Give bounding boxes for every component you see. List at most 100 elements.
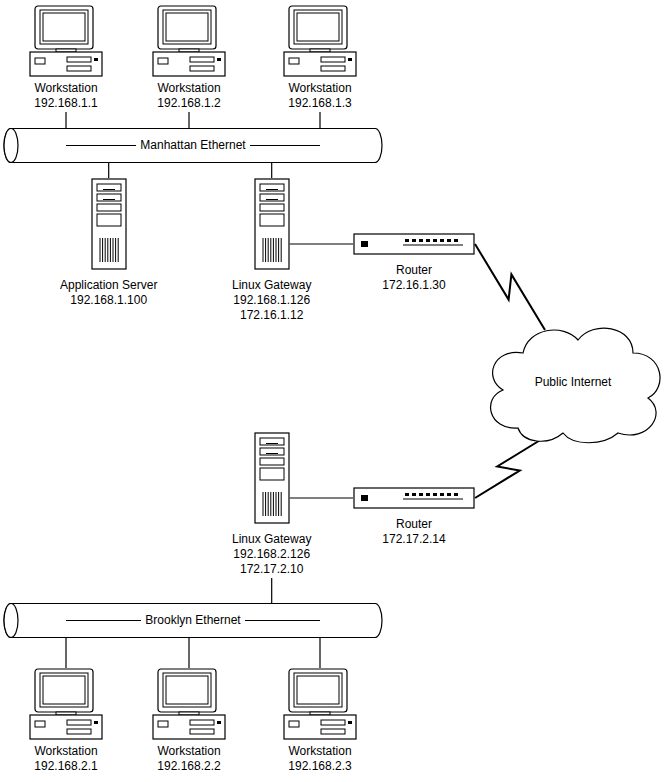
icon-part [321, 729, 345, 734]
icon-part [280, 238, 281, 262]
icon-part [97, 184, 121, 191]
icon-part [4, 129, 18, 163]
device-name: Application Server [60, 278, 157, 293]
ip-address: 172.17.2.10 [232, 562, 311, 577]
icon-part [265, 238, 266, 262]
wan-link [475, 244, 545, 330]
network-name: Brooklyn Ethernet [141, 613, 244, 628]
icon-part [262, 492, 263, 516]
icon-part [30, 715, 102, 739]
internet-cloud: Public Internet [478, 318, 668, 447]
icon-part [491, 328, 660, 443]
icon-part [266, 453, 278, 454]
icon-part [405, 239, 409, 242]
icon-part [107, 238, 108, 262]
icon-part [158, 6, 216, 49]
icon-part [35, 6, 93, 49]
workstation: Workstation192.168.1.1 [29, 5, 103, 111]
icon-part [454, 239, 458, 242]
icon-part [94, 721, 98, 724]
icon-part [361, 241, 368, 247]
icon-part [267, 238, 268, 262]
icon-part [117, 238, 118, 262]
icon-part [166, 676, 208, 704]
icon-part [110, 238, 111, 262]
icon-part [440, 493, 444, 496]
icon-part [412, 239, 416, 242]
icon-part [4, 604, 382, 638]
icon-part [419, 493, 423, 496]
icon-part [433, 493, 437, 496]
device-name: Router [353, 517, 475, 532]
icon-part [43, 13, 85, 41]
device-name: Linux Gateway [232, 532, 311, 547]
icon-part [260, 184, 284, 191]
router: Router172.17.2.14 [353, 487, 475, 547]
device-name: Router [353, 263, 475, 278]
icon-part [35, 669, 93, 712]
network-name: Manhattan Ethernet [136, 138, 249, 153]
router-icon [353, 487, 475, 509]
icon-part [163, 10, 211, 44]
icon-part [426, 493, 430, 496]
icon-part [102, 238, 103, 262]
icon-part [112, 238, 113, 262]
icon-part [40, 10, 88, 44]
wan-link [475, 439, 542, 498]
cloud-name: Public Internet [535, 375, 612, 390]
device-name: Workstation [283, 744, 357, 759]
icon-part [403, 499, 463, 500]
icon-part [354, 234, 474, 254]
icon-part [158, 721, 168, 727]
device-name: Workstation [283, 81, 357, 96]
workstation: Workstation192.168.1.3 [283, 5, 357, 111]
icon-part [4, 129, 382, 163]
ip-address: 192.168.1.126 [232, 293, 311, 308]
icon-part [260, 458, 284, 465]
ip-address: 172.16.1.12 [232, 308, 311, 323]
icon-part [158, 58, 168, 64]
icon-part [419, 239, 423, 242]
icon-part [447, 493, 451, 496]
device-name: Workstation [29, 744, 103, 759]
icon-part [92, 179, 126, 269]
icon-part [190, 66, 214, 71]
ip-address: 172.16.1.30 [353, 278, 475, 293]
icon-part [266, 443, 278, 444]
icon-part [266, 189, 278, 190]
icon-part [433, 239, 437, 242]
icon-part [348, 721, 352, 724]
ip-address: 192.168.2.1 [29, 759, 103, 774]
icon-part [447, 239, 451, 242]
icon-part [255, 179, 289, 269]
icon-part [4, 604, 18, 638]
workstation-icon [29, 5, 103, 77]
device-name: Workstation [152, 744, 226, 759]
ip-address: 192.168.2.2 [152, 759, 226, 774]
linux-gateway: Linux Gateway192.168.1.126172.16.1.12 [232, 178, 311, 323]
ip-address: 192.168.1.1 [29, 96, 103, 111]
label-holder: Public Internet [478, 318, 668, 447]
icon-part [94, 58, 98, 61]
icon-part [153, 52, 225, 76]
workstation-icon [283, 5, 357, 77]
icon-part [403, 245, 463, 246]
icon-part [30, 52, 102, 76]
icon-part [99, 238, 100, 262]
icon-part [405, 493, 409, 496]
icon-part [97, 214, 121, 226]
icon-part [289, 669, 347, 712]
icon-part [262, 238, 263, 262]
router: Router172.16.1.30 [353, 233, 475, 293]
device-name: Workstation [152, 81, 226, 96]
icon-part [153, 715, 225, 739]
icon-part [43, 676, 85, 704]
icon-part [278, 492, 279, 516]
icon-part [67, 66, 91, 71]
network-link [290, 243, 353, 244]
icon-part [321, 66, 345, 71]
linux-gateway: Linux Gateway192.168.2.126172.17.2.10 [232, 432, 311, 577]
icon-part [284, 715, 356, 739]
icon-part [260, 438, 284, 445]
workstation-icon [29, 668, 103, 740]
